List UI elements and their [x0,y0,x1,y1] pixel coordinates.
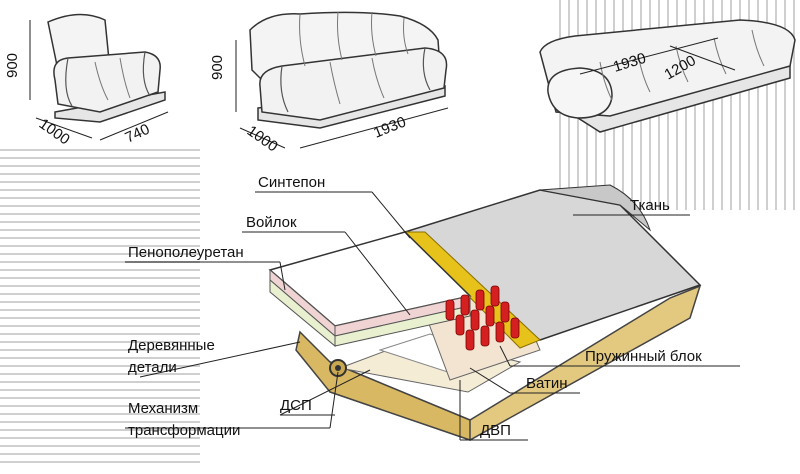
label-dsp: ДСП [280,397,312,414]
sofa-bed-illustration: 1930 1200 [539,19,796,133]
spring [480,325,490,347]
armchair-height-dim: 900 [4,53,21,78]
spring [470,309,480,331]
label-dvp: ДВП [480,422,511,439]
spring [495,321,505,343]
spring [475,289,485,311]
spring [445,299,455,321]
leader-lines [125,191,740,441]
label-penopoliuretan: Пенополеуретан [128,244,244,261]
spring [510,317,520,339]
armchair-illustration [47,13,166,123]
label-mechanism-line2: трансформации [128,422,240,439]
label-voylok: Войлок [246,214,297,231]
label-vatin: Ватин [526,375,568,392]
spring [500,301,510,323]
spring [465,329,475,351]
cross-section-illustration [268,184,702,442]
sofa-height-dim: 900 [209,55,226,80]
spring-block [445,285,520,351]
spring [460,294,470,316]
sofa-illustration [249,11,448,129]
label-wooden-parts-line1: Деревянные [128,337,215,354]
label-spring-block: Пружинный блок [585,348,702,365]
spring [490,285,500,307]
spring [455,314,465,336]
label-mechanism-line1: Механизм [128,400,198,417]
spring [485,305,495,327]
label-wooden-parts-line2: детали [128,359,177,376]
component-labels: Синтепон Войлок Ткань Пенополеуретан Дер… [128,174,702,439]
label-sintepon: Синтепон [258,174,325,191]
label-tkan: Ткань [630,197,670,214]
